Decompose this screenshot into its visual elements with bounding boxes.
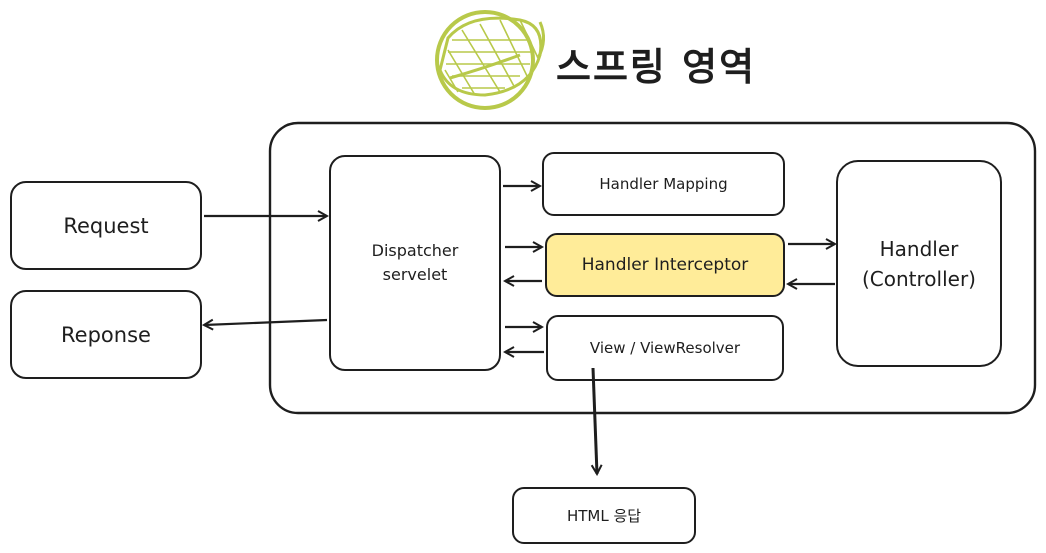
handler-label-line1: Handler [879, 236, 959, 261]
handler-label-line2: (Controller) [862, 266, 976, 291]
dispatcher-label-line2: servelet [382, 265, 448, 284]
view-resolver-label: View / ViewResolver [589, 339, 741, 357]
response-label: Reponse [61, 322, 151, 347]
arrow-view-to-html [593, 367, 597, 474]
dispatcher-servlet-box: Dispatcher servelet [329, 155, 501, 371]
handler-mapping-label: Handler Mapping [599, 175, 728, 193]
arrow-dispatcher-to-response [204, 320, 328, 325]
html-response-box: HTML 응답 [512, 487, 696, 544]
handler-interceptor-box: Handler Interceptor [545, 233, 785, 297]
spring-leaf-icon [435, 10, 545, 110]
handler-mapping-box: Handler Mapping [542, 152, 785, 216]
html-response-label: HTML 응답 [566, 507, 642, 525]
handler-interceptor-label: Handler Interceptor [581, 255, 749, 275]
dispatcher-label-line1: Dispatcher [371, 241, 459, 260]
request-label: Request [63, 213, 149, 238]
view-resolver-box: View / ViewResolver [546, 315, 784, 381]
request-box: Request [10, 181, 202, 270]
page-title: 스프링 영역 [556, 45, 757, 89]
response-box: Reponse [10, 290, 202, 379]
spring-area-container [268, 121, 1037, 415]
handler-controller-box: Handler (Controller) [836, 160, 1002, 367]
